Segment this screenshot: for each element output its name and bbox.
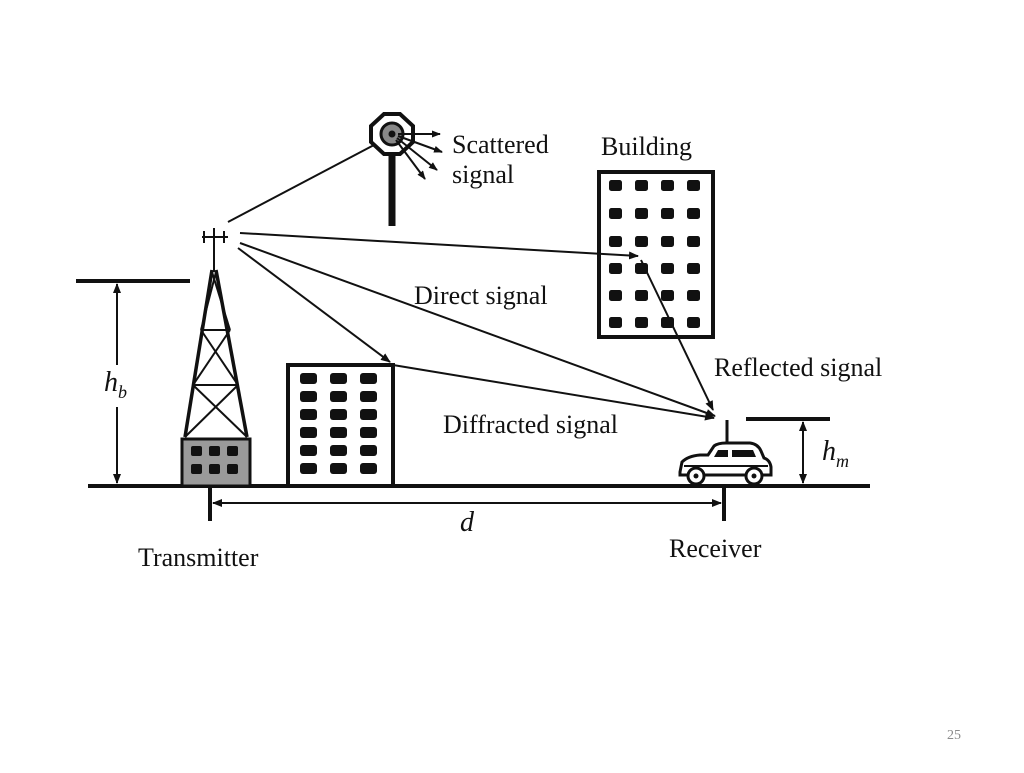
antenna-tower-icon (180, 228, 252, 488)
scatter-path (227, 144, 375, 223)
reflect-path-1 (239, 232, 639, 260)
hb-measure (76, 279, 190, 484)
office-building-icon (286, 363, 395, 488)
distance-measure (208, 486, 726, 521)
direct-signal-label: Direct signal (414, 281, 548, 310)
hb-label: hb (104, 367, 127, 402)
building-label: Building (601, 132, 692, 161)
scattered-label: Scattered (452, 130, 549, 159)
distance-label: d (460, 507, 475, 538)
hm-label: hm (822, 436, 849, 471)
direct-path (239, 242, 716, 417)
scattered-label-2: signal (452, 160, 514, 189)
page-number: 25 (947, 728, 961, 743)
transmitter-label: Transmitter (138, 543, 259, 572)
scatterer-sign-icon (369, 112, 443, 226)
car-icon (678, 420, 773, 486)
signal-paths (227, 144, 716, 421)
hm-measure (746, 417, 830, 484)
reflected-signal-label: Reflected signal (714, 353, 882, 382)
diffract-path-2 (392, 364, 715, 421)
receiver-label: Receiver (669, 534, 762, 563)
reflect-path-2 (640, 259, 714, 411)
diffract-path-1 (237, 247, 391, 363)
diffracted-signal-label: Diffracted signal (443, 410, 618, 439)
